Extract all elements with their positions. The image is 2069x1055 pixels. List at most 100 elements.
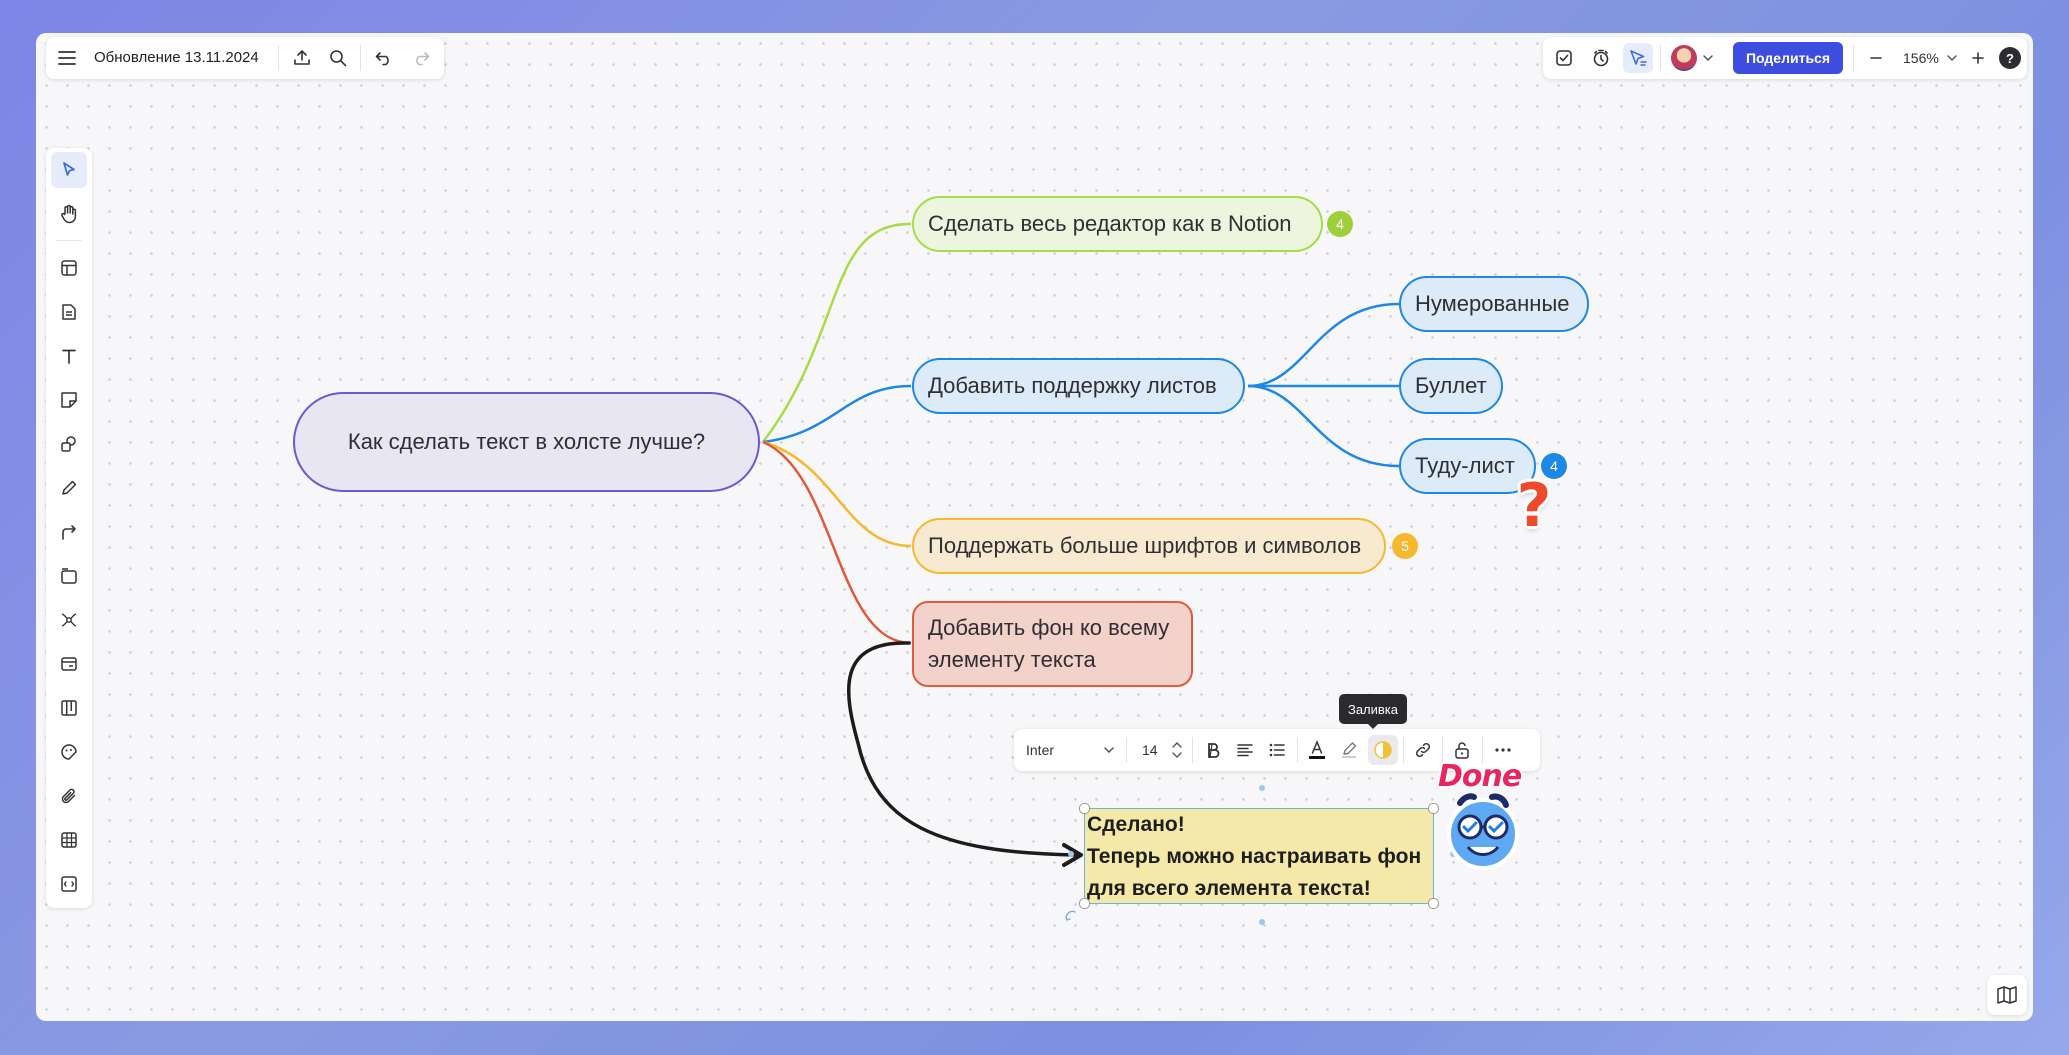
- align-left-icon[interactable]: [1230, 735, 1260, 765]
- embed-tool[interactable]: [51, 866, 87, 902]
- top-right-toolbar: Поделиться 156% ?: [1543, 37, 2027, 79]
- resize-handle-bl[interactable]: [1079, 898, 1090, 909]
- upload-icon[interactable]: [287, 43, 317, 73]
- connector-tool[interactable]: [51, 514, 87, 550]
- mindmap-tool[interactable]: [51, 602, 87, 638]
- done-sticker[interactable]: Done: [1436, 759, 1528, 879]
- selected-text-line-1: Сделано!: [1087, 813, 1185, 836]
- sticker-tool[interactable]: [51, 734, 87, 770]
- avatar[interactable]: [1671, 45, 1697, 71]
- font-name: Inter: [1026, 742, 1055, 758]
- document-title[interactable]: Обновление 13.11.2024: [94, 49, 259, 66]
- rotate-corner-icon[interactable]: [1064, 909, 1080, 925]
- checkbox-icon[interactable]: [1549, 43, 1579, 73]
- selected-text-line-2: Теперь можно настраивать фон: [1087, 845, 1422, 868]
- resize-handle-tl[interactable]: [1079, 803, 1090, 814]
- shapes-tool[interactable]: [51, 426, 87, 462]
- chevron-down-icon[interactable]: [1700, 50, 1716, 66]
- badge-notion-count: 4: [1336, 216, 1344, 232]
- zoom-out-icon[interactable]: [1861, 43, 1891, 73]
- tooltip-arrow: [1367, 723, 1379, 729]
- table-tool[interactable]: [51, 822, 87, 858]
- selected-text-element[interactable]: Сделано! Теперь можно настраивать фон дл…: [1084, 808, 1434, 904]
- rotate-handle-bottom[interactable]: [1259, 919, 1265, 925]
- font-select[interactable]: Inter: [1020, 734, 1120, 766]
- mindmap-branch-notion[interactable]: Сделать весь редактор как в Notion: [912, 196, 1323, 252]
- resize-handle-tr[interactable]: [1428, 803, 1439, 814]
- badge-todo[interactable]: 4: [1541, 453, 1567, 479]
- bold-icon[interactable]: [1198, 735, 1228, 765]
- question-mark: ?: [1516, 471, 1552, 541]
- card-tool[interactable]: [51, 646, 87, 682]
- minimap-button[interactable]: [1987, 975, 2027, 1015]
- sticky-note-tool[interactable]: [51, 382, 87, 418]
- leaf-bullet-label: Буллет: [1415, 373, 1487, 398]
- mindmap-leaf-bullet[interactable]: Буллет: [1399, 358, 1503, 414]
- font-size-value: 14: [1142, 742, 1158, 758]
- branch-background-label-1: Добавить фон ко всему: [928, 615, 1170, 640]
- menu-icon[interactable]: [52, 43, 82, 73]
- mindmap-branch-lists[interactable]: Добавить поддержку листов: [912, 358, 1245, 414]
- mindmap-leaf-todo[interactable]: Туду-лист: [1399, 438, 1536, 494]
- highlight-icon[interactable]: [1334, 735, 1364, 765]
- fill-tooltip-label: Заливка: [1347, 701, 1399, 717]
- help-icon[interactable]: ?: [1999, 47, 2021, 69]
- mindmap-branch-fonts[interactable]: Поддержать больше шрифтов и символов: [912, 518, 1386, 574]
- canvas[interactable]: Обновление 13.11.2024 Поделить: [36, 33, 2033, 1021]
- badge-notion[interactable]: 4: [1327, 211, 1353, 237]
- more-options-icon[interactable]: [1488, 735, 1518, 765]
- fill-color-icon[interactable]: [1368, 735, 1398, 765]
- question-sticker[interactable]: ?: [1508, 471, 1560, 541]
- kanban-tool[interactable]: [51, 690, 87, 726]
- share-button[interactable]: Поделиться: [1733, 42, 1843, 74]
- root-label: Как сделать текст в холсте лучше?: [347, 429, 706, 454]
- undo-icon[interactable]: [369, 43, 399, 73]
- mindmap-leaf-numbered[interactable]: Нумерованные: [1399, 276, 1589, 332]
- select-tool[interactable]: [51, 152, 87, 188]
- search-icon[interactable]: [323, 43, 353, 73]
- timer-icon[interactable]: [1586, 43, 1616, 73]
- stepper-arrows-icon: [1172, 742, 1182, 758]
- attachment-tool[interactable]: [51, 778, 87, 814]
- text-format-toolbar: Inter 14: [1014, 729, 1540, 771]
- redo-icon[interactable]: [406, 43, 436, 73]
- fill-tooltip: Заливка: [1339, 694, 1407, 724]
- template-tool[interactable]: [51, 250, 87, 286]
- zoom-level[interactable]: 156%: [1903, 50, 1939, 66]
- mindmap-root[interactable]: Как сделать текст в холсте лучше?: [293, 392, 760, 492]
- branch-fonts-label: Поддержать больше шрифтов и символов: [928, 533, 1362, 558]
- rotate-handle-right[interactable]: [1450, 851, 1456, 857]
- zoom-chevron-icon[interactable]: [1945, 50, 1959, 66]
- pen-tool[interactable]: [51, 470, 87, 506]
- left-toolbar: [46, 148, 92, 908]
- leaf-numbered-label: Нумерованные: [1415, 291, 1570, 316]
- badge-fonts-count: 5: [1401, 538, 1409, 554]
- font-chevron-icon: [1104, 747, 1114, 753]
- document-tool[interactable]: [51, 294, 87, 330]
- cursor-follow-icon[interactable]: [1623, 43, 1653, 73]
- rotate-handle-left[interactable]: [1068, 851, 1074, 857]
- resize-handle-br[interactable]: [1428, 898, 1439, 909]
- branch-background-label-2: элементу текста: [928, 647, 1096, 672]
- rotate-handle-top[interactable]: [1259, 785, 1265, 791]
- frame-tool[interactable]: [51, 558, 87, 594]
- text-color-icon[interactable]: [1302, 735, 1332, 765]
- badge-todo-count: 4: [1550, 458, 1558, 474]
- branch-lists-label: Добавить поддержку листов: [928, 373, 1217, 398]
- done-sticker-label: Done: [1438, 759, 1522, 794]
- mindmap-branch-background[interactable]: Добавить фон ко всему элементу текста: [912, 601, 1193, 687]
- leaf-todo-label: Туду-лист: [1415, 453, 1515, 478]
- text-tool[interactable]: [51, 338, 87, 374]
- zoom-in-icon[interactable]: [1963, 43, 1993, 73]
- branch-notion-label: Сделать весь редактор как в Notion: [928, 211, 1292, 236]
- font-size-stepper[interactable]: 14: [1132, 734, 1186, 766]
- selected-text-line-3: для всего элемента текста!: [1087, 877, 1371, 900]
- document-header: Обновление 13.11.2024: [46, 37, 444, 79]
- link-icon[interactable]: [1408, 735, 1438, 765]
- help-label: ?: [2006, 50, 2014, 66]
- unlock-icon[interactable]: [1447, 735, 1477, 765]
- bullet-list-icon[interactable]: [1262, 735, 1292, 765]
- map-icon: [1997, 986, 2017, 1004]
- badge-fonts[interactable]: 5: [1392, 533, 1418, 559]
- hand-tool[interactable]: [51, 196, 87, 232]
